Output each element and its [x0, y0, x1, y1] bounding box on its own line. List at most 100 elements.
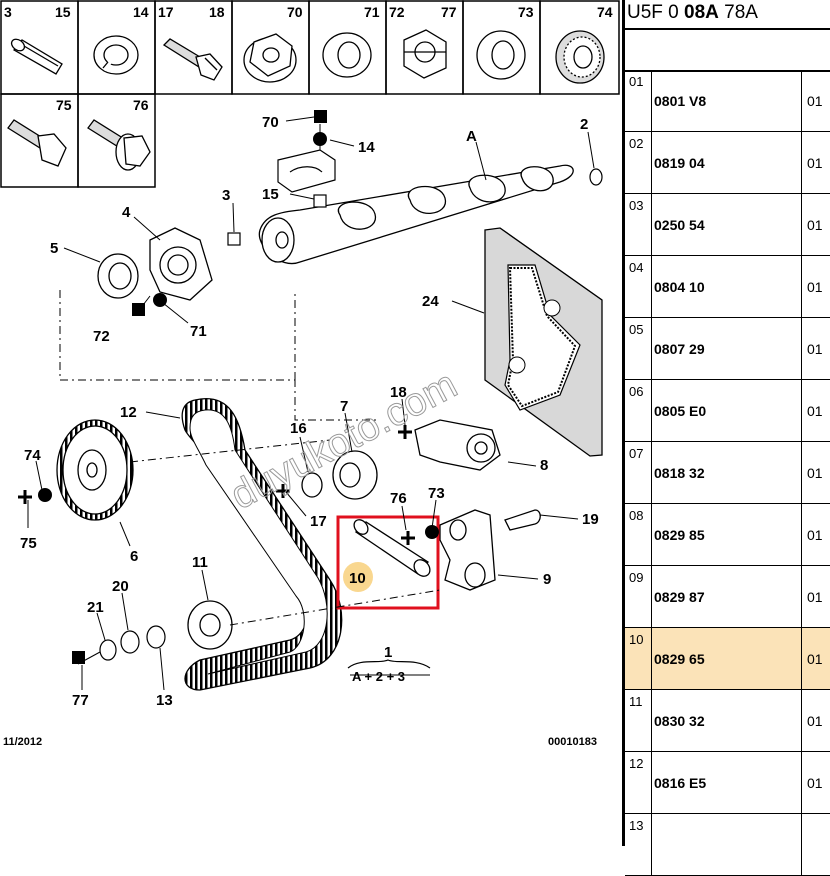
row-number: 08 — [629, 508, 644, 523]
idler-pin — [353, 519, 431, 577]
part-quantity: 01 — [807, 402, 823, 419]
part-quantity: 01 — [807, 526, 823, 543]
table-row[interactable]: 08 0829 85 01 — [625, 504, 830, 566]
part-code: 0805 E0 — [651, 380, 802, 441]
row-number: 07 — [629, 446, 644, 461]
timing-belt — [181, 397, 343, 691]
callout-12: 12 — [120, 404, 137, 421]
table-row[interactable]: 03 0250 54 01 — [625, 194, 830, 256]
part-quantity: 01 — [807, 464, 823, 481]
row-number: 11 — [629, 694, 643, 709]
cross-marker — [276, 484, 290, 498]
callout-8: 8 — [540, 457, 548, 474]
callout-7: 7 — [340, 398, 348, 415]
title-bold: 08A — [684, 2, 719, 23]
part-code: 0818 32 — [651, 442, 802, 503]
square-marker — [72, 651, 85, 664]
camshaft-seal-housing — [97, 227, 213, 301]
diagram-reference: 00010183 — [548, 736, 597, 748]
callout-15: 15 — [262, 186, 279, 203]
part-code: 0829 65 — [651, 628, 802, 689]
part-code: 0250 54 — [651, 194, 802, 255]
grid-num-14: 14 — [133, 4, 149, 20]
part-code: 0807 29 — [651, 318, 802, 379]
pin-icon — [10, 38, 63, 75]
part-quantity: 01 — [807, 340, 823, 357]
callout-9: 9 — [543, 571, 551, 588]
table-row[interactable]: 13 — [625, 814, 830, 876]
row-number: 03 — [629, 198, 644, 213]
cross-marker — [18, 490, 32, 504]
grid-num-73: 73 — [518, 4, 534, 20]
grid-num-3: 3 — [4, 4, 12, 20]
part-quantity: 01 — [807, 216, 823, 233]
callout-21: 21 — [87, 599, 104, 616]
panel-title: U5F 0 08A 78A — [627, 2, 758, 24]
part-code — [651, 814, 802, 875]
callout-24: 24 — [422, 293, 439, 310]
camshaft-sprocket — [56, 419, 134, 521]
grid-num-72: 72 — [389, 4, 405, 20]
panel-divider — [622, 0, 625, 846]
callout-2: 2 — [580, 116, 588, 133]
table-row[interactable]: 07 0818 32 01 — [625, 442, 830, 504]
row-number: 13 — [629, 818, 644, 833]
row-number: 10 — [629, 632, 644, 647]
title-prefix: U5F 0 — [627, 2, 685, 23]
highlight-box — [336, 515, 440, 610]
camshaft — [258, 164, 574, 265]
grid-num-15: 15 — [55, 4, 71, 20]
square-marker — [132, 303, 145, 316]
bolt-icon — [162, 38, 223, 81]
callout-19: 19 — [582, 511, 599, 528]
timing-belt-cover — [484, 227, 603, 457]
part-code: 0819 04 — [651, 132, 802, 193]
callout-1: 1 — [384, 644, 392, 661]
flange-bolt-icon — [87, 119, 151, 171]
callout-10: 10 — [349, 570, 366, 587]
row-number: 05 — [629, 322, 644, 337]
idler-roller — [187, 600, 233, 650]
grid-num-71: 71 — [364, 4, 380, 20]
cross-marker — [401, 531, 415, 545]
table-row[interactable]: 04 0804 10 01 — [625, 256, 830, 318]
part-code: 0829 85 — [651, 504, 802, 565]
part-code: 0804 10 — [651, 256, 802, 317]
grid-num-17: 17 — [158, 4, 174, 20]
callout-71: 71 — [190, 323, 207, 340]
grid-num-18: 18 — [209, 4, 225, 20]
panel-header-box — [625, 28, 830, 72]
grid-num-76: 76 — [133, 97, 149, 113]
hex-bolt-icon — [7, 119, 67, 167]
tensioner-bracket — [439, 509, 541, 591]
callout-16: 16 — [290, 420, 307, 437]
row-number: 01 — [629, 74, 644, 89]
row-number: 04 — [629, 260, 644, 275]
round-marker — [153, 293, 167, 307]
callout-13: 13 — [156, 692, 173, 709]
washer-icon — [476, 30, 526, 80]
table-row[interactable]: 06 0805 E0 01 — [625, 380, 830, 442]
callout-72: 72 — [93, 328, 110, 345]
callout-11: 11 — [192, 554, 208, 571]
lock-washer-icon — [93, 35, 139, 75]
title-suffix: 78A — [718, 2, 758, 23]
callout-73: 73 — [428, 485, 445, 502]
callout-20: 20 — [112, 578, 129, 595]
part-quantity: 01 — [807, 278, 823, 295]
table-row[interactable]: 05 0807 29 01 — [625, 318, 830, 380]
callout-70: 70 — [262, 114, 279, 131]
highlight-badge — [343, 562, 373, 592]
row-number: 06 — [629, 384, 644, 399]
part-quantity: 01 — [807, 92, 823, 109]
bearing-cap — [277, 149, 336, 193]
callout-4: 4 — [122, 204, 131, 221]
callout-76: 76 — [390, 490, 407, 507]
